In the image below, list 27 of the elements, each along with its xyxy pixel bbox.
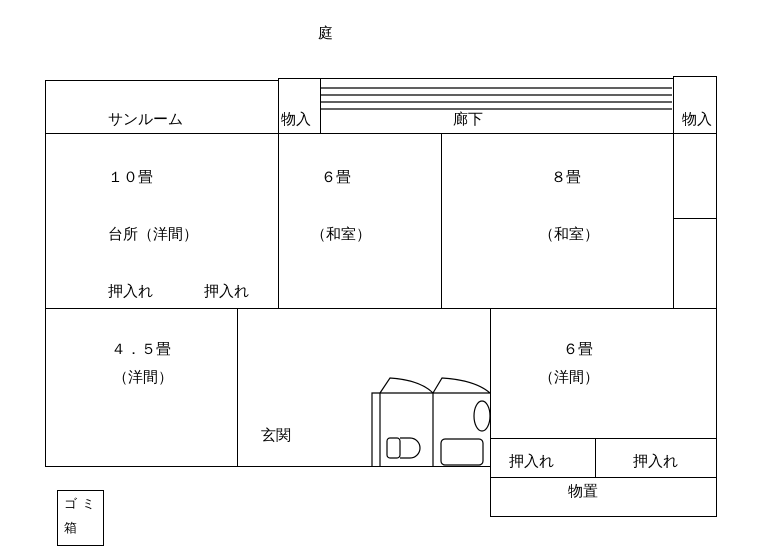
room-label: ６畳 [321,168,351,186]
garden-label: 庭 [318,24,333,42]
room [45,308,238,467]
room-label: 物置 [568,482,598,500]
room-label: １０畳 [108,168,153,186]
room [673,76,717,134]
room-label: 押入れ [108,282,153,300]
room-label: ６畳 [563,340,593,358]
room-label: 台所（洋間） [108,225,198,243]
room-label: （和室） [539,225,599,243]
room-label: 玄関 [261,426,291,444]
room [490,477,717,517]
room-label: （洋間） [539,368,599,386]
room-label: 押入れ [204,282,249,300]
room-label: 押入れ [633,452,678,470]
room-label: 廊下 [453,110,483,128]
room-label: 押入れ [509,452,554,470]
room-label: （和室） [311,225,371,243]
room [45,80,279,134]
trash-box [57,490,104,546]
room-label: 物入 [682,110,712,128]
room-label: サンルーム [108,110,183,128]
room-label: （洋間） [113,368,173,386]
room-label: ゴミ箱 [64,496,101,538]
room-label: ４．５畳 [111,340,171,358]
room-label: ８畳 [551,168,581,186]
room-label: 物入 [281,110,311,128]
